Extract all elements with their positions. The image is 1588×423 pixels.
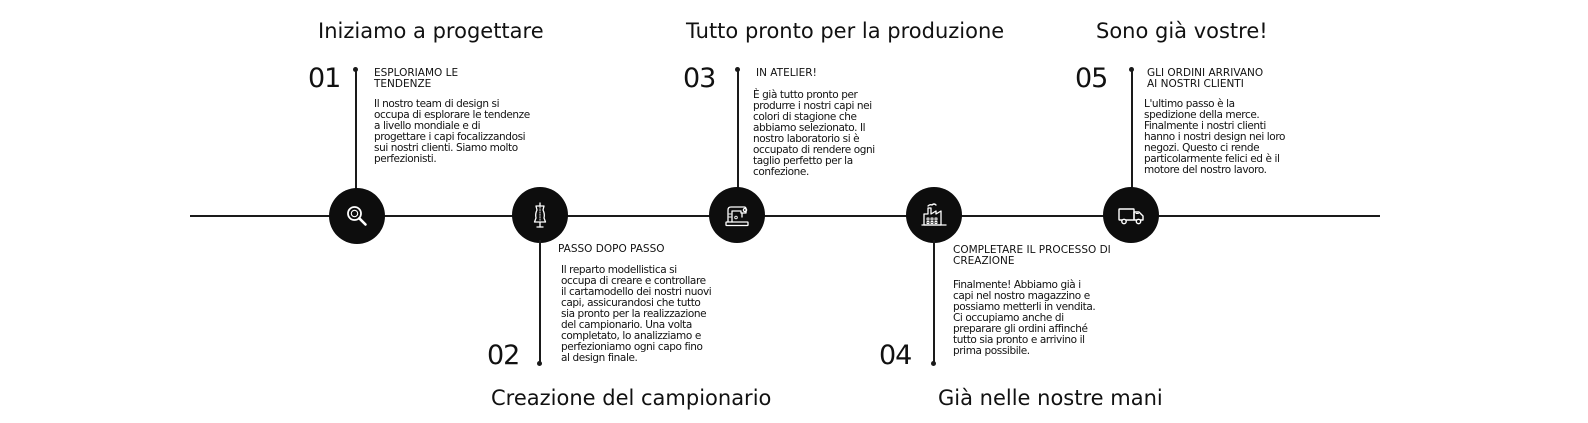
phase-title-sample: Creazione del campionario xyxy=(491,386,772,410)
step-stem xyxy=(737,70,739,190)
step-body: Il reparto modellistica si occupa di cre… xyxy=(561,264,712,364)
step-dot xyxy=(735,67,740,72)
factory-icon xyxy=(921,203,947,226)
step-stem xyxy=(355,70,357,190)
delivery-truck-icon xyxy=(1118,208,1144,225)
step-dot xyxy=(931,361,936,366)
step-icon-circle xyxy=(906,187,962,243)
step-icon-circle xyxy=(329,188,385,244)
step-stem xyxy=(933,240,935,363)
step-body: Finalmente! Abbiamo già i capi nel nostr… xyxy=(953,279,1096,357)
phase-title-production: Tutto pronto per la produzione xyxy=(686,19,1005,43)
step-dot xyxy=(353,67,358,72)
sewing-machine-icon xyxy=(725,206,749,227)
step-body: Il nostro team di design si occupa di es… xyxy=(374,98,530,165)
step-icon-circle xyxy=(1103,187,1159,243)
step-number: 03 xyxy=(683,63,716,94)
timeline-axis xyxy=(190,215,1380,217)
step-heading: COMPLETARE IL PROCESSO DI CREAZIONE xyxy=(953,244,1111,267)
step-number: 01 xyxy=(308,63,341,94)
step-heading: ESPLORIAMO LE TENDENZE xyxy=(374,67,459,90)
step-body: L'ultimo passo è la spedizione della mer… xyxy=(1144,98,1286,176)
step-icon-circle xyxy=(512,187,568,243)
phase-title-in-hand: Già nelle nostre mani xyxy=(938,386,1163,410)
step-heading: PASSO DOPO PASSO xyxy=(558,243,665,255)
step-number: 05 xyxy=(1075,63,1108,94)
phase-title-delivered: Sono già vostre! xyxy=(1096,19,1268,43)
step-number: 02 xyxy=(487,340,520,371)
step-dot xyxy=(537,361,542,366)
step-stem xyxy=(539,240,541,363)
step-number: 04 xyxy=(879,340,912,371)
step-icon-circle xyxy=(709,187,765,243)
step-heading: IN ATELIER! xyxy=(756,67,817,79)
step-body: È già tutto pronto per produrre i nostri… xyxy=(753,89,875,178)
phase-title-design: Iniziamo a progettare xyxy=(318,19,544,43)
step-dot xyxy=(1129,67,1134,72)
dress-form-icon xyxy=(533,202,547,228)
magnifier-icon xyxy=(347,206,367,226)
step-heading: GLI ORDINI ARRIVANO AI NOSTRI CLIENTI xyxy=(1147,67,1264,90)
step-stem xyxy=(1131,70,1133,190)
